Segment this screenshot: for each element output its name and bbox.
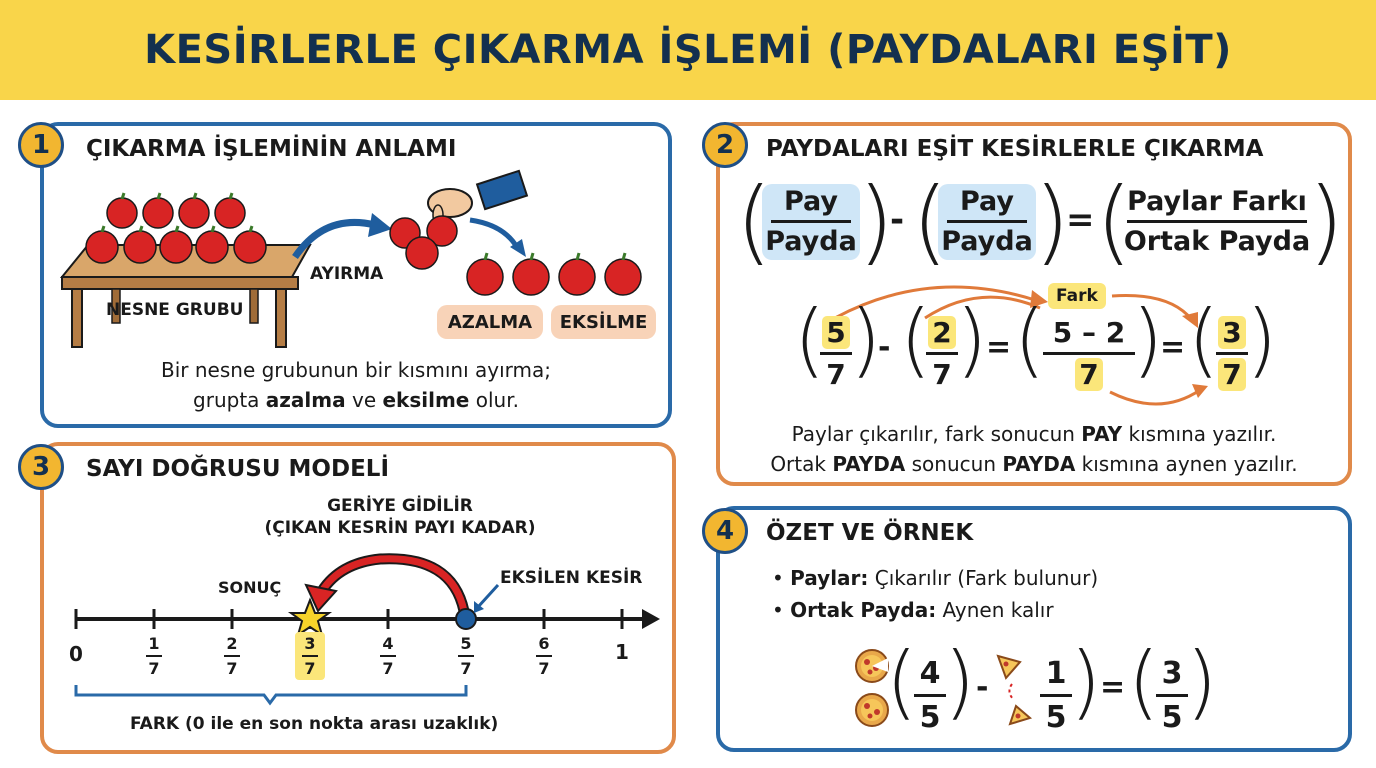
panel-1-badge: 1	[18, 122, 64, 168]
panel-summary	[716, 506, 1352, 752]
geriye-gidilir-label: GERİYE GİDİLİR	[327, 496, 473, 516]
back-arrow-icon	[319, 555, 468, 612]
sonuc-label: SONUÇ	[218, 578, 282, 597]
equals-sign: =	[1066, 200, 1095, 240]
cikan-kesrin-payi-label: (ÇIKAN KESRİN PAYI KADAR)	[264, 518, 536, 538]
summary-bullet-1: • Paylar: Çıkarılır (Fark bulunur)	[772, 566, 1099, 590]
panel-2-badge: 2	[702, 122, 748, 168]
ayirma-label: AYIRMA	[310, 264, 384, 284]
tick-label-1: 1	[615, 640, 629, 664]
panel-equal-denominators	[716, 122, 1352, 486]
panel-1-desc-line1: Bir nesne grubunun bir kısmını ayırma;	[161, 358, 551, 382]
fark-brace	[74, 685, 468, 706]
page-title: KESİRLERLE ÇIKARMA İŞLEMİ (PAYDALARI EŞİ…	[144, 27, 1232, 73]
summary-bullet-2: • Ortak Payda: Aynen kalır	[772, 598, 1054, 622]
eksilen-point-icon	[455, 608, 477, 630]
fark-arrows	[834, 285, 1208, 406]
tick-label-0: 0	[69, 642, 83, 666]
minus-sign: -	[890, 200, 905, 240]
eksilme-pill: EKSİLME	[551, 305, 656, 339]
pizza-icon	[855, 649, 889, 727]
panel-2-rule-line1: Paylar çıkarılır, fark sonucun PAY kısmı…	[791, 422, 1277, 446]
minus-sign: -	[976, 670, 989, 705]
panel-4-title: ÖZET VE ÖRNEK	[766, 520, 974, 546]
hand-icon	[427, 169, 529, 226]
panel-1-title: ÇIKARMA İŞLEMİNİN ANLAMI	[86, 136, 457, 162]
panel-2-title: PAYDALARI EŞİT KESİRLERLE ÇIKARMA	[766, 136, 1264, 162]
pizza-icons	[855, 649, 1033, 727]
apple-group-icon	[85, 197, 267, 264]
arrow-right-icon	[292, 218, 376, 260]
pizza-slice-icon	[996, 654, 1033, 726]
panel-2-rule-line2: Ortak PAYDA sonucun PAYDA kısmına aynen …	[770, 452, 1298, 476]
fark-label: FARK (0 ile en son nokta arası uzaklık)	[130, 714, 499, 734]
nesne-grubu-label: NESNE GRUBU	[106, 300, 244, 320]
star-icon	[287, 597, 333, 638]
panel-3-title: SAYI DOĞRUSU MODELİ	[86, 456, 389, 482]
remaining-apples-icon	[466, 258, 642, 296]
panel-4-badge: 4	[702, 508, 748, 554]
eksilen-kesir-label: EKSİLEN KESİR	[500, 568, 643, 588]
panel-1-desc-line2: grupta azalma ve eksilme olur.	[193, 388, 519, 412]
panel-number-line	[40, 442, 676, 754]
equals-sign: =	[1100, 670, 1126, 705]
page-header: KESİRLERLE ÇIKARMA İŞLEMİ (PAYDALARI EŞİ…	[0, 0, 1376, 100]
panel-3-badge: 3	[18, 444, 64, 490]
azalma-pill: AZALMA	[437, 305, 543, 339]
apples-illustration	[59, 169, 642, 348]
number-line	[74, 553, 660, 706]
fark-badge: Fark	[1048, 283, 1106, 309]
